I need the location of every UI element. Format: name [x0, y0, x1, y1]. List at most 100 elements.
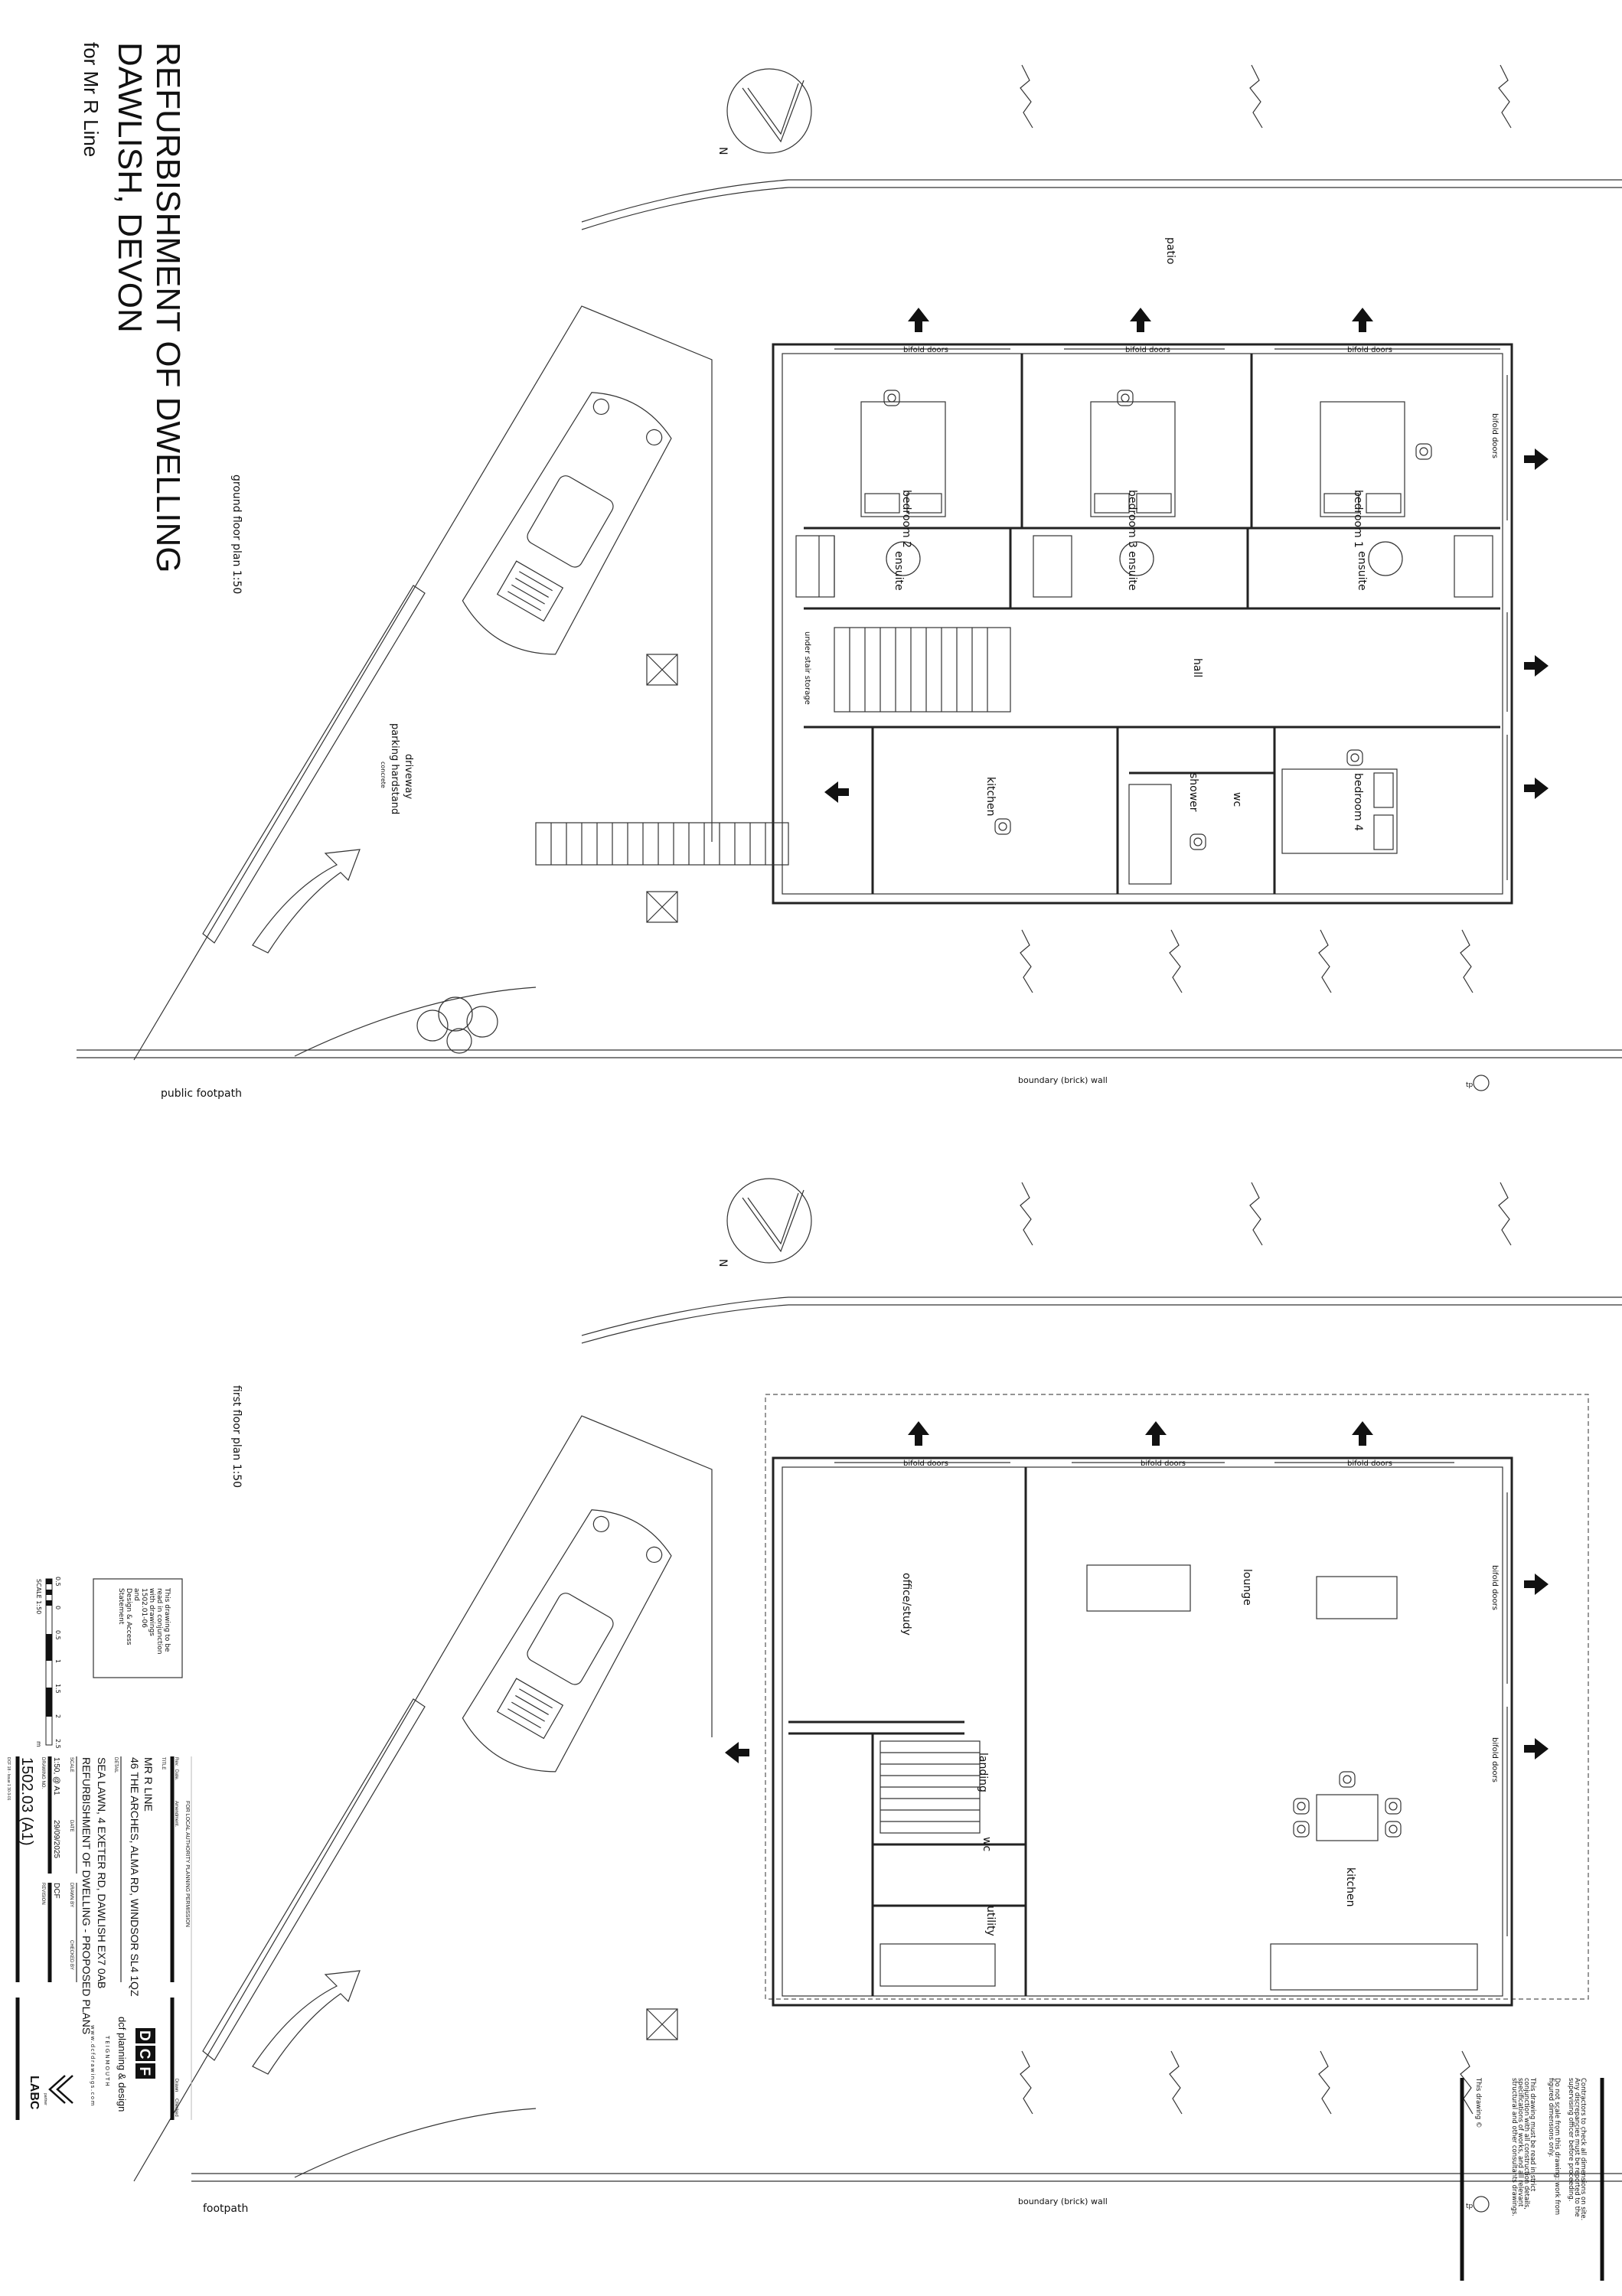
scale-caption: SCALE 1:50	[35, 1579, 42, 1614]
svg-text:figured dimensions only.: figured dimensions only.	[1547, 2078, 1555, 2157]
driveway-boundary	[133, 1415, 713, 2182]
svg-text:with drawings: with drawings	[148, 1588, 155, 1636]
drain-icon	[646, 2008, 678, 2040]
shrubs	[416, 996, 498, 1054]
room-label-kitchen: kitchen	[984, 777, 997, 817]
drawing-description: REFURBISHMENT OF DWELLING - PROPOSED PLA…	[80, 1757, 93, 2034]
svg-text:DRAWING NO.: DRAWING NO.	[41, 1757, 45, 1789]
room-label-bedroom-2: bedroom 2	[900, 490, 912, 548]
bifold-label: bifold doors	[903, 346, 948, 354]
footpath-label: public footpath	[161, 1088, 242, 1100]
entry-arrow-icon	[252, 849, 361, 954]
conjunction-note: This drawing to be read in conjunction w…	[93, 1578, 183, 1678]
furniture	[795, 390, 1493, 885]
svg-text:TITLE: TITLE	[161, 1757, 165, 1769]
svg-text:DCF 18 - Issue 1 30-3-01: DCF 18 - Issue 1 30-3-01	[6, 1757, 11, 1801]
client-name: MR R LINE	[142, 1757, 155, 1812]
north-arrow-icon	[726, 68, 812, 154]
scale-tick-label: 1	[54, 1659, 61, 1663]
svg-text:DRAWN BY: DRAWN BY	[69, 1883, 73, 1907]
room-label-bedroom-1: bedroom 1	[1352, 490, 1364, 548]
svg-text:structural and other consultan: structural and other consultants drawing…	[1510, 2078, 1518, 2216]
bifold-label: bifold doors	[1490, 1565, 1499, 1610]
svg-text:read in conjunction: read in conjunction	[155, 1588, 163, 1654]
contractor-notes: Contractors to check all dimensions on s…	[1460, 2077, 1604, 2281]
svg-text:Date.: Date.	[174, 1769, 178, 1781]
svg-text:Do not scale from this drawing: Do not scale from this drawing: work fro…	[1553, 2078, 1561, 2215]
boundary-wall	[191, 2173, 1622, 2182]
dcf-logo: DCF dcf planning & design TEIGNMOUTH www…	[90, 2017, 155, 2112]
concrete-label: concrete	[380, 762, 387, 788]
room-label-under-stair: under stair storage	[803, 631, 811, 705]
drawing-number: 1502.03 (A1)	[18, 1757, 35, 1846]
svg-text:1:50, @ A1: 1:50, @ A1	[52, 1757, 60, 1795]
bifold-label: bifold doors	[1141, 1459, 1186, 1468]
firm-website: www.dcfdrawings.com	[90, 2025, 96, 2107]
svg-text:DETAIL: DETAIL	[113, 1757, 118, 1773]
svg-text:Rev.: Rev.	[174, 1757, 178, 1766]
svg-text:SCALE: SCALE	[69, 1757, 73, 1773]
bifold-label: bifold doors	[1347, 346, 1392, 354]
bifold-label: bifold doors	[1347, 1459, 1392, 1468]
room-label-shower: shower	[1187, 773, 1199, 812]
project-title: REFURBISHMENT OF DWELLING	[149, 42, 187, 572]
room-label-hall: hall	[1191, 658, 1203, 677]
exit-arrow-icon	[824, 308, 1549, 803]
first-floor-plan: first floor plan 1:50 N bifold doors bif…	[133, 1178, 1622, 2215]
first-floor-heading: first floor plan 1:50	[230, 1385, 243, 1488]
drain-icon	[646, 891, 678, 923]
room-label-lounge: lounge	[1241, 1569, 1253, 1606]
driveway-label: driveway	[403, 754, 414, 799]
room-label-bedroom-4: bedroom 4	[1352, 773, 1364, 831]
room-label-kitchen: kitchen	[1344, 1867, 1356, 1907]
firm-name: dcf planning & design	[116, 2017, 128, 2112]
ground-floor-walls	[772, 343, 1513, 905]
svg-text:specifications of works, and a: specifications of works, and all relevan…	[1516, 2078, 1524, 2207]
room-label-wc: wc	[981, 1837, 993, 1851]
exit-arrow-icon	[725, 1421, 1549, 1763]
svg-text:DCF: DCF	[52, 1883, 60, 1899]
svg-text:This drawing ©: This drawing ©	[1474, 2077, 1482, 2128]
drain-icon	[646, 654, 678, 686]
svg-text:conjunction with all construct: conjunction with all construction detail…	[1522, 2078, 1530, 2210]
entry-arrow-icon	[252, 1970, 361, 2075]
svg-text:Any discrepancies must be repo: Any discrepancies must be reported to th…	[1573, 2078, 1581, 2217]
scale-tick-label: 2	[54, 1714, 61, 1718]
scale-unit: m	[35, 1741, 42, 1747]
title-block: FOR LOCAL AUTHORITY PLANNING PERMISSION …	[6, 1756, 192, 2120]
car-icon	[454, 378, 684, 668]
bifold-label: bifold doors	[903, 1459, 948, 1468]
svg-text:partner: partner	[43, 2093, 47, 2105]
room-label-utility: utility	[984, 1906, 997, 1936]
driveway-boundary	[133, 305, 713, 1061]
project-location: DAWLISH, DEVON	[111, 42, 148, 333]
parking-label: parking hardstand	[389, 723, 400, 814]
scale-tick-label: 0	[54, 1606, 61, 1609]
furniture	[880, 1564, 1478, 1991]
labc-logo: LABC partner	[28, 2075, 73, 2110]
footpath-label: footpath	[203, 2203, 248, 2215]
svg-text:FOR LOCAL AUTHORITY PLANNING P: FOR LOCAL AUTHORITY PLANNING PERMISSION	[184, 1801, 190, 1927]
boundary-label: boundary (brick) wall	[1018, 1075, 1108, 1085]
scale-tick-label: 2.5	[54, 1739, 61, 1749]
svg-text:Contractors to check all dimen: Contractors to check all dimensions on s…	[1579, 2078, 1587, 2220]
staircase	[834, 627, 1011, 713]
room-label-landing: landing	[977, 1753, 989, 1792]
boundary-label: boundary (brick) wall	[1018, 2197, 1108, 2206]
scale-tick-label: 0.5	[54, 1577, 61, 1587]
svg-text:and: and	[132, 1588, 140, 1601]
svg-text:This drawing to be: This drawing to be	[163, 1587, 171, 1652]
svg-text:REVISION: REVISION	[41, 1883, 45, 1905]
firm-town: TEIGNMOUTH	[104, 2035, 110, 2088]
site-address: SEA LAWN, 4 EXETER RD, DAWLISH EX7 0AB	[96, 1757, 108, 1988]
svg-text:DATE: DATE	[69, 1820, 73, 1832]
scale-bar: 0.5 0 0.5 1 1.5 2 2.5 SCALE 1:50 m	[35, 1577, 61, 1749]
patio-edge	[581, 187, 1622, 230]
tp-label: tp	[1466, 1081, 1474, 1089]
car-icon	[454, 1495, 684, 1786]
north-label: N	[716, 1259, 729, 1267]
bifold-label: bifold doors	[1490, 413, 1499, 458]
external-steps	[535, 822, 789, 866]
